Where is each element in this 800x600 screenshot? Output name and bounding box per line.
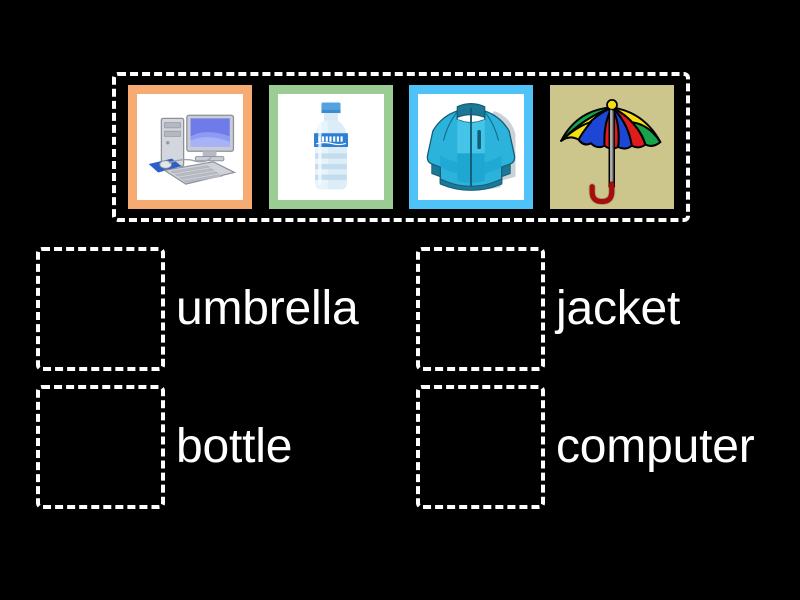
jacket-icon (427, 103, 516, 191)
image-tile-inner (137, 94, 243, 200)
answer-item-jacket: jacket (416, 247, 680, 371)
umbrella-icon (560, 99, 662, 206)
drop-zone-jacket[interactable] (416, 247, 545, 371)
answer-label-bottle: bottle (176, 420, 293, 473)
drop-zone-umbrella[interactable] (36, 247, 165, 371)
answer-item-computer: computer (416, 385, 755, 509)
answer-label-jacket: jacket (556, 282, 681, 335)
image-bank (112, 72, 690, 222)
desktop-computer-icon (148, 114, 237, 185)
answer-item-umbrella: umbrella (36, 247, 359, 371)
image-tile-inner (550, 85, 674, 209)
answer-item-bottle: bottle (36, 385, 292, 509)
drop-zone-bottle[interactable] (36, 385, 165, 509)
image-tile-jacket[interactable] (409, 85, 534, 209)
image-tile-bottle[interactable] (268, 85, 393, 209)
answer-label-umbrella: umbrella (176, 282, 359, 335)
drop-zone-computer[interactable] (416, 385, 545, 509)
answer-label-computer: computer (556, 420, 755, 473)
image-tile-inner (277, 94, 384, 200)
image-tile-computer[interactable] (128, 85, 252, 209)
image-tile-umbrella[interactable] (549, 85, 674, 209)
image-tile-inner (418, 94, 525, 200)
water-bottle-icon (313, 102, 348, 190)
